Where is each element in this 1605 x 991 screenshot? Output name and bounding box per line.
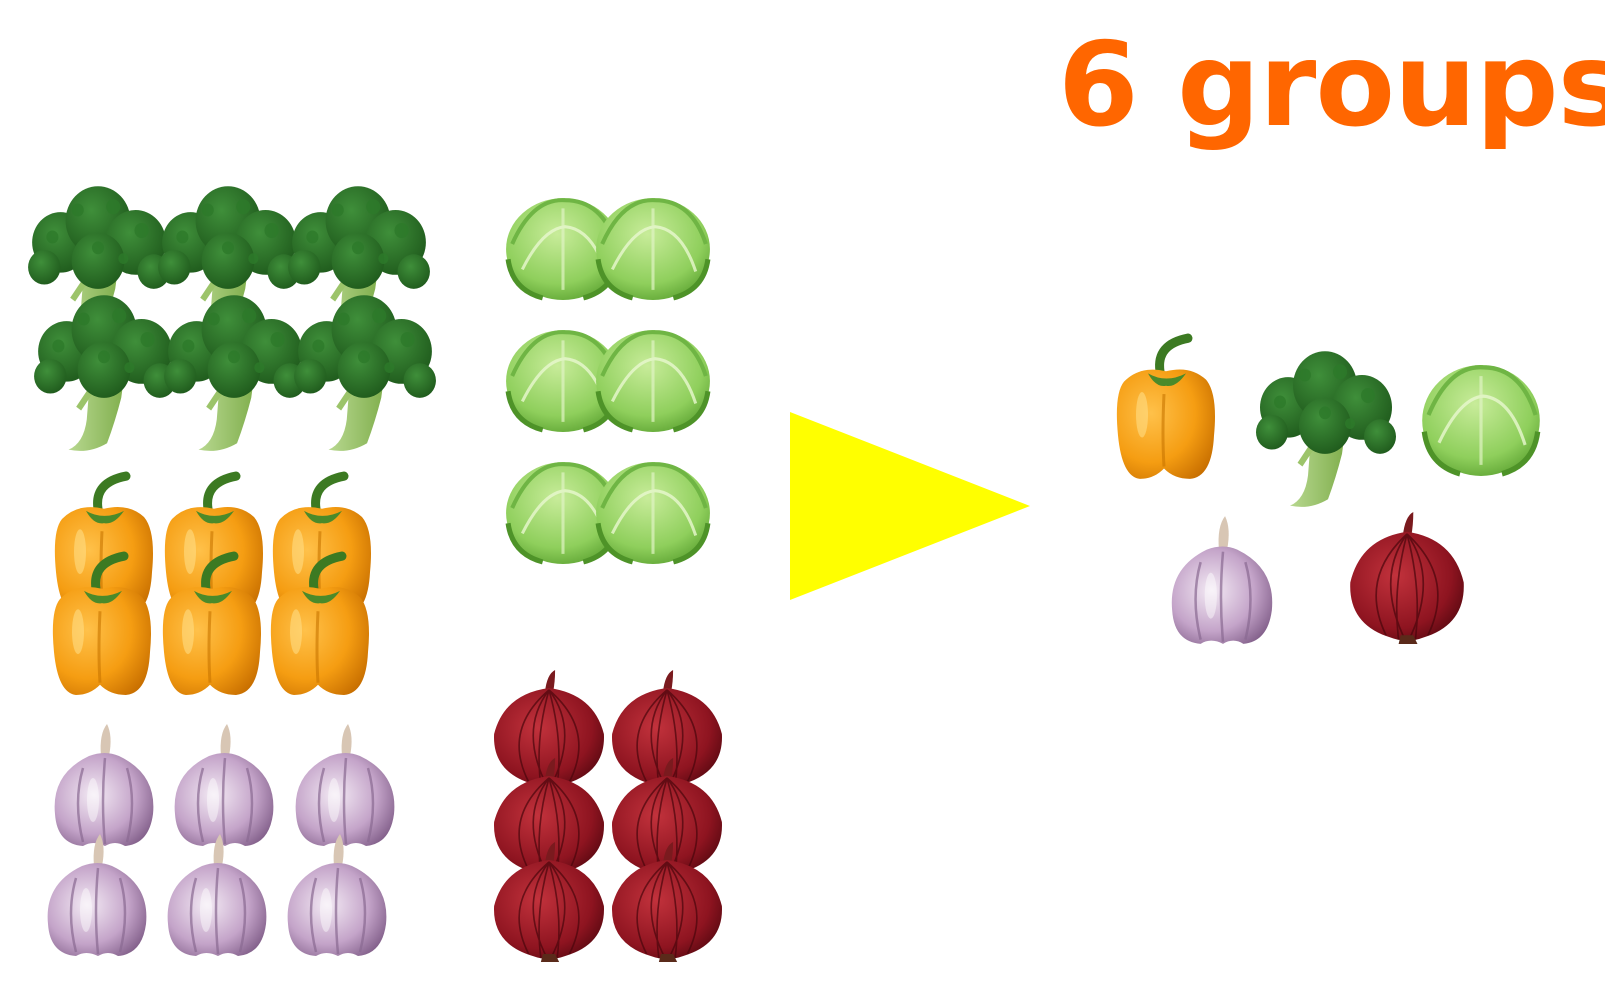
play-triangle-icon: [790, 412, 1035, 602]
garlic-icon: [1162, 514, 1282, 648]
garlic-icon: [278, 832, 396, 960]
slide-title: 6 groups: [1058, 28, 1605, 144]
broccoli-icon: [288, 292, 440, 454]
yellow-pepper-icon: [156, 550, 268, 698]
cabbage-icon: [1418, 354, 1544, 476]
yellow-pepper-icon: [1110, 332, 1222, 482]
garlic-icon: [286, 722, 404, 850]
red-onion-icon: [1344, 512, 1470, 644]
garlic-icon: [45, 722, 163, 850]
red-onion-icon: [606, 842, 728, 962]
cabbage-icon: [592, 452, 714, 564]
cabbage-icon: [592, 320, 714, 432]
garlic-icon: [38, 832, 156, 960]
yellow-pepper-icon: [264, 550, 376, 698]
cabbage-icon: [592, 188, 714, 300]
red-onion-icon: [488, 842, 610, 962]
garlic-icon: [165, 722, 283, 850]
garlic-icon: [158, 832, 276, 960]
yellow-pepper-icon: [46, 550, 158, 698]
broccoli-icon: [1250, 348, 1400, 510]
